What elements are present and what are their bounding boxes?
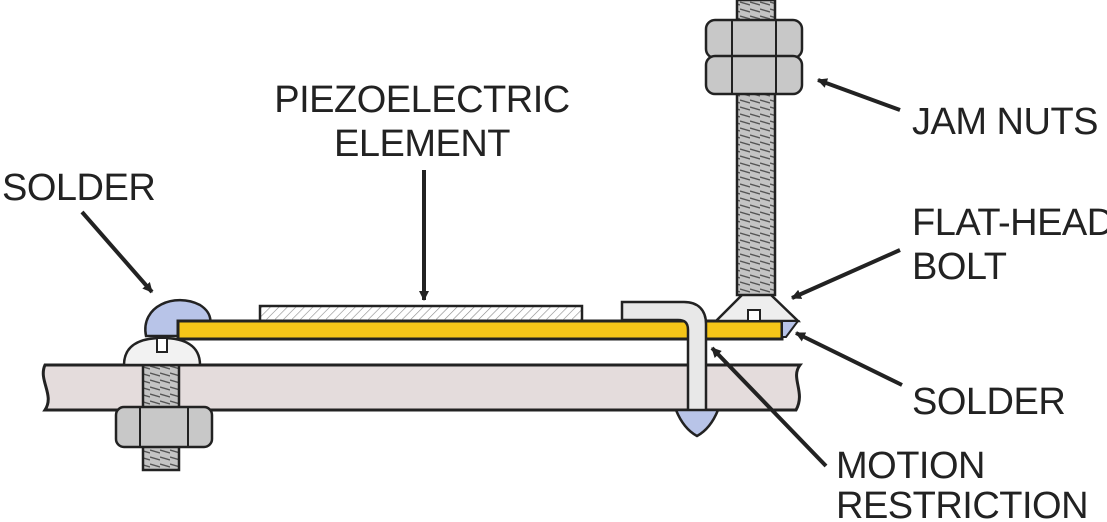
arrow-jam-nuts [817, 78, 901, 112]
flat-head-slot [747, 309, 761, 322]
left-nut [114, 405, 214, 449]
label-flat-head-line2: BOLT [912, 246, 1007, 288]
jam-nut-upper [704, 18, 804, 60]
left-bolt-head [122, 336, 202, 367]
label-motion-line1: MOTION [836, 445, 985, 487]
label-piezo-line2: ELEMENT [334, 123, 510, 165]
label-piezo-line1: PIEZOELECTRIC [274, 79, 569, 121]
arrow-flat-head [791, 248, 901, 300]
flat-head-bolt-thread [735, 90, 777, 297]
label-jam-nuts: JAM NUTS [912, 101, 1098, 143]
label-solder-left: SOLDER [2, 167, 155, 209]
arrow-motion-restriction [710, 346, 828, 468]
right-solder-fillet [781, 320, 800, 338]
arrow-solder-left [80, 210, 154, 294]
label-motion-line2: RESTRICTION [836, 485, 1088, 522]
label-solder-right: SOLDER [912, 381, 1065, 423]
label-flat-head-line1: FLAT-HEAD [912, 202, 1107, 244]
jam-nut-lower [704, 54, 804, 96]
bolt-top-thread [735, 0, 777, 24]
arrow-solder-right [795, 331, 903, 387]
piezoelectric-element [258, 304, 584, 323]
base-plate [41, 363, 804, 412]
bottom-solder [674, 408, 720, 438]
